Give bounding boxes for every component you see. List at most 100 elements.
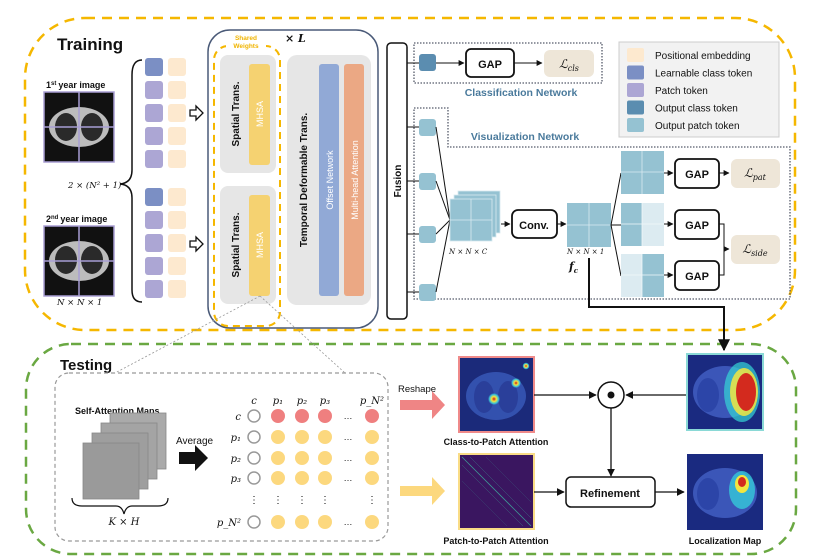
class-attention-cell (365, 409, 379, 423)
loss-pat: ℒpat (744, 166, 767, 182)
matrix-col-header: c (251, 396, 257, 407)
output-patch-token (419, 226, 436, 243)
legend-swatch (627, 118, 644, 132)
output-patch-token (419, 119, 436, 136)
mhsa-1-label: MHSA (255, 101, 265, 127)
legend-label: Output patch token (655, 121, 740, 132)
patch-token (145, 280, 163, 298)
patch-token (145, 150, 163, 168)
matrix-row-header: p₂ (231, 454, 241, 465)
patch-arrow (400, 477, 445, 505)
image-size-label: N × N × 1 (56, 298, 102, 308)
mhsa-1 (249, 64, 270, 165)
class-token (145, 58, 163, 76)
fc-to-heatmap-arrow (588, 258, 730, 352)
loss-side-box (731, 235, 780, 264)
repeat-label: × L (285, 32, 306, 45)
legend-swatch (627, 48, 644, 62)
patch-attention-cell (318, 515, 332, 529)
kh-label: K × H (108, 517, 140, 528)
kh-brace (71, 497, 169, 515)
patch-attention-cell (295, 430, 309, 444)
matrix-col-header: p₃ (320, 396, 330, 407)
visualization-network-label: Visualization Network (471, 131, 579, 143)
matrix-col-header: p₂ (297, 396, 307, 407)
visualization-network-box (413, 107, 791, 300)
testing-title: Testing (60, 357, 112, 374)
average-label: Average (176, 436, 214, 447)
gap-pat-label: GAP (685, 169, 709, 181)
loss-cls: ℒcls (559, 57, 579, 73)
positional-embedding (168, 188, 186, 206)
mhsa-2 (249, 195, 270, 296)
feature-stack (449, 190, 501, 242)
spatial-trans-1-label: Spatial Trans. (231, 81, 242, 146)
patch-attention-cell (295, 515, 309, 529)
refinement-label: Refinement (580, 488, 640, 500)
patch-attention-cell (271, 515, 285, 529)
reshape-arrow (400, 391, 445, 419)
matrix-ellipsis: … (344, 473, 353, 483)
multi-head-attention (344, 64, 364, 296)
output-class-token (419, 54, 436, 71)
offset-network (319, 64, 339, 296)
temporal-label: Temporal Deformable Trans. (299, 113, 310, 248)
positional-embedding (168, 234, 186, 252)
fc-label: fc (568, 260, 579, 275)
patch-token (145, 104, 163, 122)
class-attention-cell (318, 409, 332, 423)
mhsa-2-label: MHSA (255, 232, 265, 258)
classification-network-label: Classification Network (465, 87, 578, 99)
matrix-col-header: p₁ (273, 396, 283, 407)
positional-embedding (168, 211, 186, 229)
mha-label: Multi-head Attention (350, 140, 360, 220)
matrix-row-header: p₃ (231, 474, 241, 485)
matrix-vertical-ellipsis: ⋮ (273, 495, 283, 506)
patch-attention-cell (365, 430, 379, 444)
average-arrow (179, 445, 208, 471)
patch-attention-cell (365, 471, 379, 485)
loss-cls-box (544, 50, 594, 77)
matrix-ellipsis: … (344, 453, 353, 463)
output-patch-token (419, 284, 436, 301)
patch-attention-cell (318, 451, 332, 465)
fc-map (567, 203, 611, 247)
shared-weights-label-2: Weights (233, 43, 259, 50)
matrix-vertical-ellipsis: ⋮ (367, 495, 377, 506)
loss-pat-box (731, 159, 780, 188)
patch-attention-cell (271, 471, 285, 485)
positional-embedding (168, 257, 186, 275)
localization-label: Localization Map (689, 536, 762, 546)
matrix-cell-empty (247, 409, 261, 423)
legend-label: Patch token (655, 86, 708, 97)
class-token (145, 188, 163, 206)
token-brace (119, 59, 143, 303)
patch-token (145, 257, 163, 275)
class-to-patch-label: Class-to-Patch Attention (444, 437, 549, 447)
patch-map-left (621, 203, 664, 246)
patch-token (145, 211, 163, 229)
patch-attention-cell (318, 471, 332, 485)
matrix-vertical-ellipsis: ⋮ (320, 495, 330, 506)
matrix-cell-empty (247, 451, 261, 465)
patch-token (145, 81, 163, 99)
matrix-cell-empty (247, 515, 261, 529)
feature-size-label: N × N × C (448, 248, 488, 256)
ct-image-year2 (43, 225, 115, 297)
attention-zoom-box (54, 372, 389, 542)
matrix-cell-empty (247, 430, 261, 444)
legend-swatch (627, 83, 644, 97)
legend-label: Learnable class token (655, 69, 752, 80)
patch-attention-cell (271, 451, 285, 465)
class-attention-cell (295, 409, 309, 423)
self-attention-label: Self-Attention Maps (75, 406, 160, 416)
matrix-ellipsis: … (344, 517, 353, 527)
positional-embedding (168, 81, 186, 99)
testing-region (24, 342, 798, 556)
